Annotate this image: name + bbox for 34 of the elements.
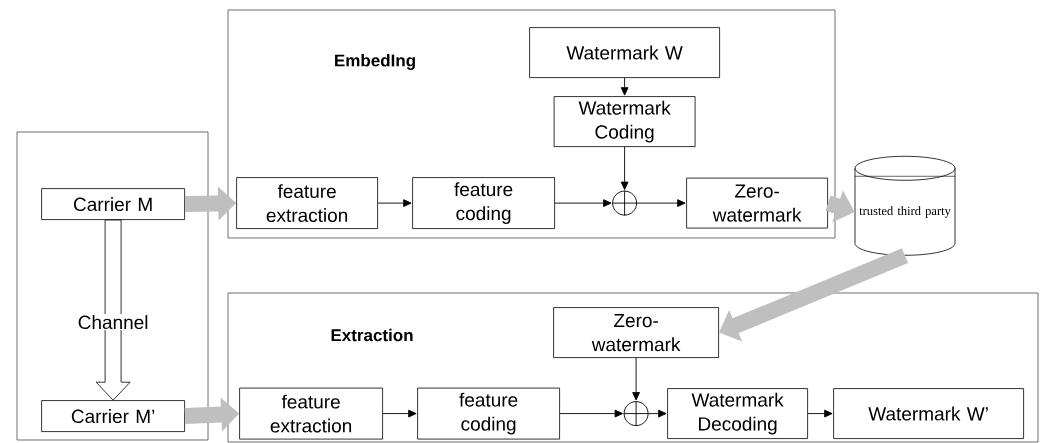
process-box: Watermark Coding: [553, 96, 696, 147]
arrow: [620, 146, 629, 190]
process-box: Carrier M: [41, 188, 185, 220]
arrow: [648, 409, 667, 418]
process-box: Carrier M’: [41, 400, 185, 432]
process-box: feature extraction: [239, 387, 383, 440]
panel-title: EmbedIng: [335, 54, 415, 70]
storage-cylinder: trusted third party: [854, 155, 956, 256]
arrow: [807, 409, 833, 418]
arrow: [636, 199, 686, 207]
edge-label: Channel: [76, 314, 150, 331]
arrow: [377, 199, 412, 207]
panel-title: Extraction: [331, 328, 413, 342]
xor-symbol: [611, 190, 638, 216]
process-box: feature coding: [412, 177, 555, 229]
process-box: Zero-watermark: [686, 177, 828, 229]
group-box: [16, 131, 209, 441]
process-box: Zero-watermark: [553, 307, 719, 358]
process-box: Watermark W’: [833, 388, 1024, 439]
process-box: feature extraction: [236, 177, 378, 229]
arrow: [559, 409, 623, 418]
process-box: feature coding: [417, 387, 560, 440]
process-box: Watermark W: [529, 27, 720, 78]
wide-arrow: [95, 219, 131, 401]
arrow: [632, 357, 640, 401]
process-box: Watermark Decoding: [667, 388, 808, 439]
arrow: [554, 199, 612, 207]
arrow: [620, 77, 629, 96]
xor-symbol: [623, 400, 649, 427]
wide-arrow: [184, 397, 240, 432]
wide-arrow: [825, 190, 855, 223]
wide-arrow: [719, 248, 909, 342]
wide-arrow: [184, 186, 237, 221]
arrow: [382, 409, 417, 418]
